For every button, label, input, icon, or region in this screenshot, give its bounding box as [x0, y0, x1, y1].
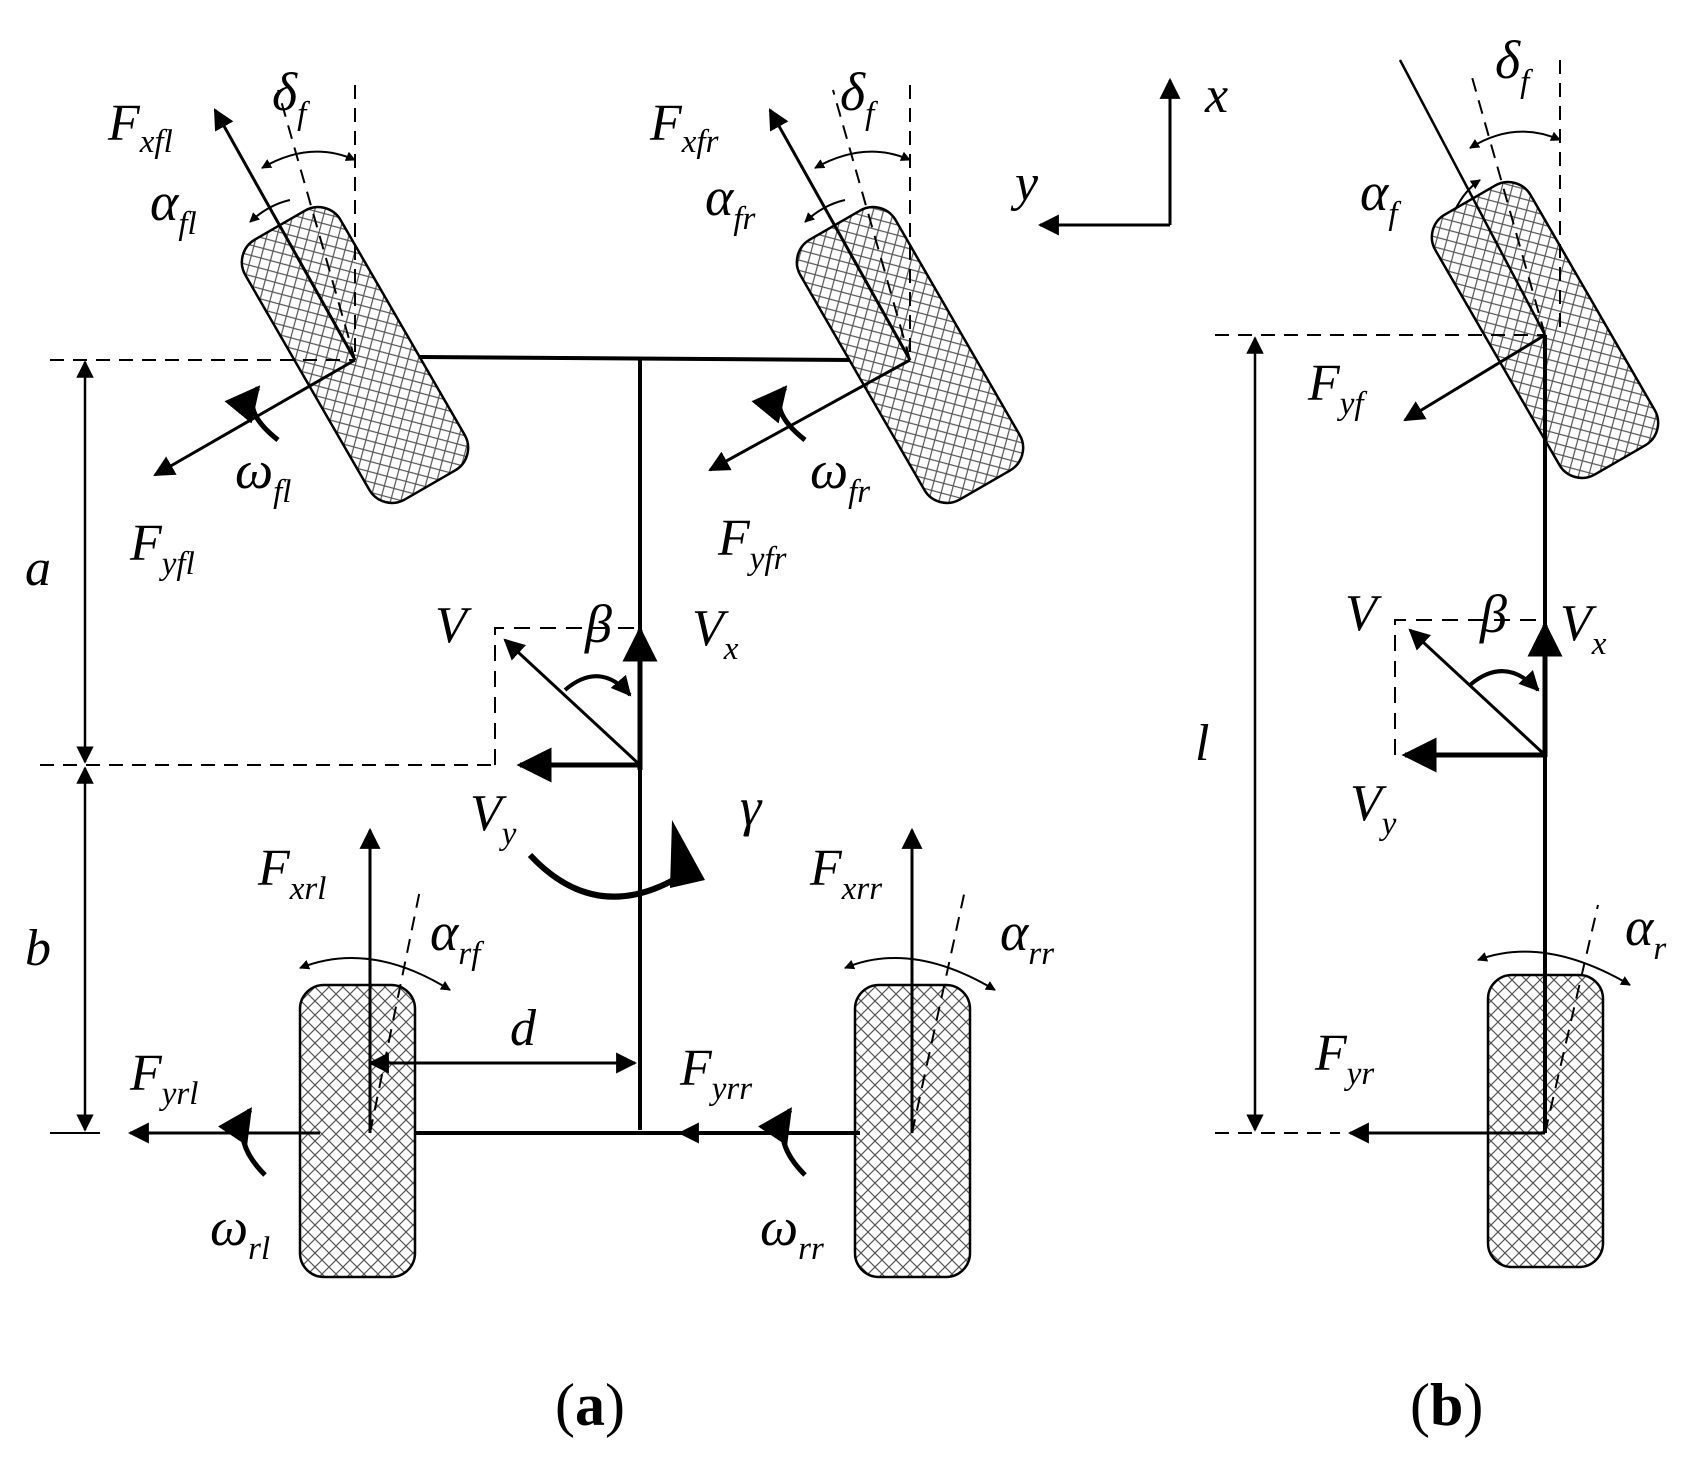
velocity-diagram-b [1394, 619, 1563, 773]
label-alpha-rr: αrr [1000, 902, 1054, 972]
label-omega-rl: ωrl [210, 1197, 270, 1267]
label-beta-b: β [1479, 584, 1507, 644]
label-d: d [510, 1000, 537, 1057]
label-omega-rr: ωrr [760, 1197, 824, 1267]
caption-b: (b) [1410, 1372, 1483, 1438]
label-Vx-a: Vx [692, 600, 739, 667]
tire-front-bicycle [1430, 180, 1660, 480]
label-alpha-f-b: αf [1360, 162, 1401, 232]
front-left-wheel-axes [50, 85, 357, 477]
coordinate-axes: x y [1010, 67, 1228, 236]
tire-rear-left [298, 983, 417, 1279]
caption-a: (a) [555, 1372, 625, 1438]
label-b: b [25, 920, 51, 977]
label-Fyfr: Fyfr [717, 510, 787, 577]
label-x-axis: x [1204, 67, 1228, 124]
label-alpha-fl: αfl [150, 172, 197, 242]
label-y-axis: y [1010, 155, 1039, 212]
label-Fyfl: Fyfl [129, 515, 195, 582]
label-delta-fr: δf [840, 62, 878, 132]
label-a: a [25, 540, 51, 597]
yaw-rate-arrowhead [670, 820, 705, 888]
label-Fxrl: Fxrl [257, 840, 326, 907]
label-Fyrl: Fyrl [129, 1045, 198, 1112]
label-Vx-b: Vx [1560, 595, 1607, 662]
label-Vy-b: Vy [1350, 775, 1397, 842]
velocity-diagram-a [40, 626, 658, 783]
label-Fyrr: Fyrr [679, 1040, 752, 1107]
front-right-wheel-axes [708, 85, 912, 472]
four-wheel-model: Fxfl δf αfl ωfl Fyfl Fxfr δf αfr ωfr Fyf… [25, 62, 1054, 1279]
label-Vy-a: Vy [470, 785, 517, 852]
label-alpha-r-b: αr [1625, 897, 1666, 967]
label-beta-a: β [584, 594, 612, 654]
label-Fyr: Fyr [1314, 1025, 1374, 1092]
label-Fxfl: Fxfl [107, 95, 173, 160]
label-Fxfr: Fxfr [649, 95, 719, 160]
label-alpha-fr: αfr [705, 167, 756, 237]
label-omega-fl: ωfl [235, 440, 291, 510]
label-omega-fr: ωfr [810, 440, 870, 510]
label-Fxrr: Fxrr [809, 840, 882, 907]
yaw-rate-arrow [527, 852, 692, 900]
label-l: l [1195, 715, 1209, 772]
dimension-a-b [50, 360, 100, 1134]
label-Fyf: Fyf [1307, 355, 1367, 422]
label-alpha-rf: αrf [430, 902, 484, 972]
label-delta-f-b: δf [1495, 30, 1533, 100]
label-gamma: γ [740, 777, 763, 837]
rear-left-wheel-axes [127, 827, 638, 1177]
label-V-b: V [1345, 585, 1382, 642]
label-V-a: V [435, 597, 472, 654]
rear-right-wheel-axes [677, 827, 996, 1177]
label-delta-fl: δf [272, 62, 310, 132]
bicycle-model: δf αf Fyf l V β Vx Vy αr Fyr [1195, 30, 1666, 1269]
